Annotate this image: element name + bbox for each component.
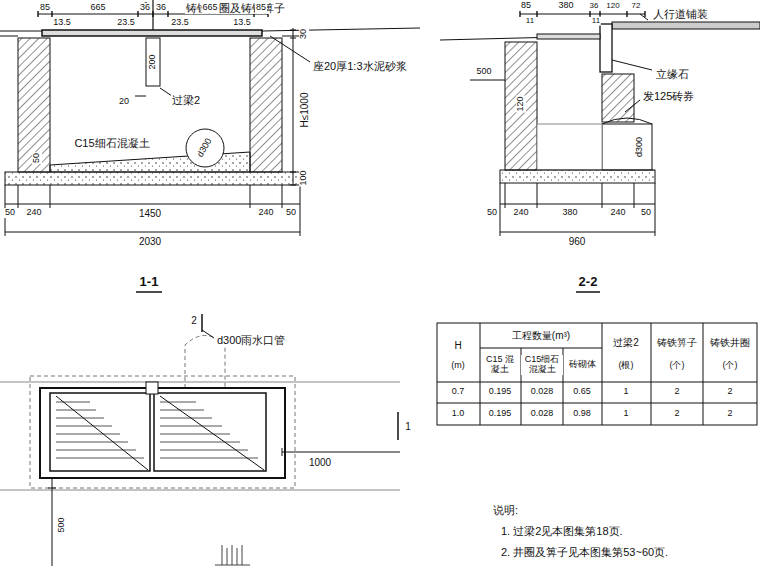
section-title: 2-2 [578, 275, 599, 289]
drawing-label: 2 [190, 315, 198, 326]
drawing-label: 50 [285, 208, 297, 218]
table-cell: C15细石 混凝土 [521, 355, 563, 375]
drawing-label: 120 [516, 95, 526, 112]
drawing-label: 30 [299, 28, 309, 40]
table-cell: 铸铁井圈 [709, 337, 751, 348]
table-cell: H [453, 340, 462, 351]
drawing-label: 50 [640, 208, 652, 218]
note-text: 1. 过梁2见本图集第18页. [500, 525, 624, 537]
table-cell: 1 [622, 387, 629, 397]
table-cell: 2 [726, 409, 733, 419]
table-cell: C15 混凝土 [482, 355, 518, 375]
section-title: 1-1 [139, 275, 160, 289]
drawing-label: 200 [148, 53, 158, 70]
drawing-label: 380 [557, 1, 574, 11]
note-text: 说明: [492, 504, 519, 516]
drawing-label: 500 [475, 67, 492, 77]
drawing-label: 100 [299, 169, 309, 186]
drawing-label: 665 [89, 3, 106, 13]
drawing-label: 665 [201, 3, 218, 13]
drawing-label: 13.5 [232, 18, 252, 28]
drawing-label: 立缘石 [655, 68, 690, 80]
drawing-label: 铸铁井圈及铸铁箅子 [185, 2, 286, 14]
table-cell: 2 [726, 387, 733, 397]
drawing-label: 11 [591, 17, 601, 26]
drawing-label: H≤1000 [299, 92, 310, 129]
table-cell: 1.0 [451, 409, 466, 419]
table-cell: 过梁2 [612, 337, 640, 348]
drawing-label: 1000 [308, 457, 332, 468]
table-cell: 0.65 [572, 387, 592, 397]
note-text: 2. 井圈及箅子见本图集第53~60页. [500, 546, 669, 558]
drawing-label: 85 [520, 1, 532, 11]
table-cell: (个) [722, 361, 739, 371]
drawing-label: 50 [4, 208, 16, 218]
drawing-label: d300雨水口管 [216, 334, 286, 346]
drawing-label: 85 [255, 3, 267, 13]
drawing-label: 人行道铺装 [652, 8, 709, 20]
drawing-label: 过梁2 [171, 94, 201, 106]
drawing-label: 240 [257, 208, 274, 218]
drawing-label: 23.5 [116, 18, 136, 28]
drawing-label: 1450 [138, 208, 162, 219]
drawing-label: 72 [631, 2, 642, 11]
table-cell: (m) [450, 361, 466, 371]
drawing-label: 13.5 [52, 18, 72, 28]
drawing-label: 240 [25, 208, 42, 218]
drawing-label: 240 [512, 208, 529, 218]
table-cell: 铸铁箅子 [656, 337, 698, 348]
table-cell: 砖砌体 [568, 360, 597, 370]
drawing-label: 120 [605, 2, 620, 11]
drawing-label: 20 [118, 97, 130, 107]
drawing-label: 2030 [138, 236, 162, 247]
drawing-label: 240 [609, 208, 626, 218]
table-cell: 2 [673, 387, 680, 397]
drawing-label: 23.5 [170, 18, 190, 28]
table-cell: 0.028 [530, 387, 555, 397]
drawing-label: 发125砖券 [642, 90, 695, 102]
drawing-label: 500 [57, 516, 67, 533]
drawing-label: 85 [39, 3, 51, 13]
drawing-label: 380 [561, 208, 578, 218]
table-cell: 0.028 [530, 409, 555, 419]
drawing-label: 36 [589, 2, 600, 11]
drawing-label: C15细石混凝土 [73, 137, 150, 149]
drawing-label: 36 [155, 3, 167, 13]
drawing-label: 1 [404, 421, 412, 432]
drawing-label: 50 [32, 152, 42, 164]
table-cell: (个) [669, 361, 686, 371]
drawing-label: 50 [486, 208, 498, 218]
table-cell: 工程数量(m³) [511, 330, 571, 341]
table-cell: 1 [622, 409, 629, 419]
drawing-label: 座20厚1:3水泥砂浆 [312, 60, 408, 72]
drawing-label: 11 [525, 17, 535, 26]
table-cell: 0.98 [572, 409, 592, 419]
drawing-label: d300 [195, 136, 215, 160]
table-cell: 2 [673, 409, 680, 419]
table-cell: 0.7 [451, 387, 466, 397]
table-cell: (根) [618, 361, 635, 371]
table-cell: 0.195 [488, 409, 513, 419]
drawing-label: 36 [139, 3, 151, 13]
table-cell: 0.195 [488, 387, 513, 397]
drawing-label: 960 [568, 236, 587, 247]
drawing-label: d300 [635, 136, 645, 158]
